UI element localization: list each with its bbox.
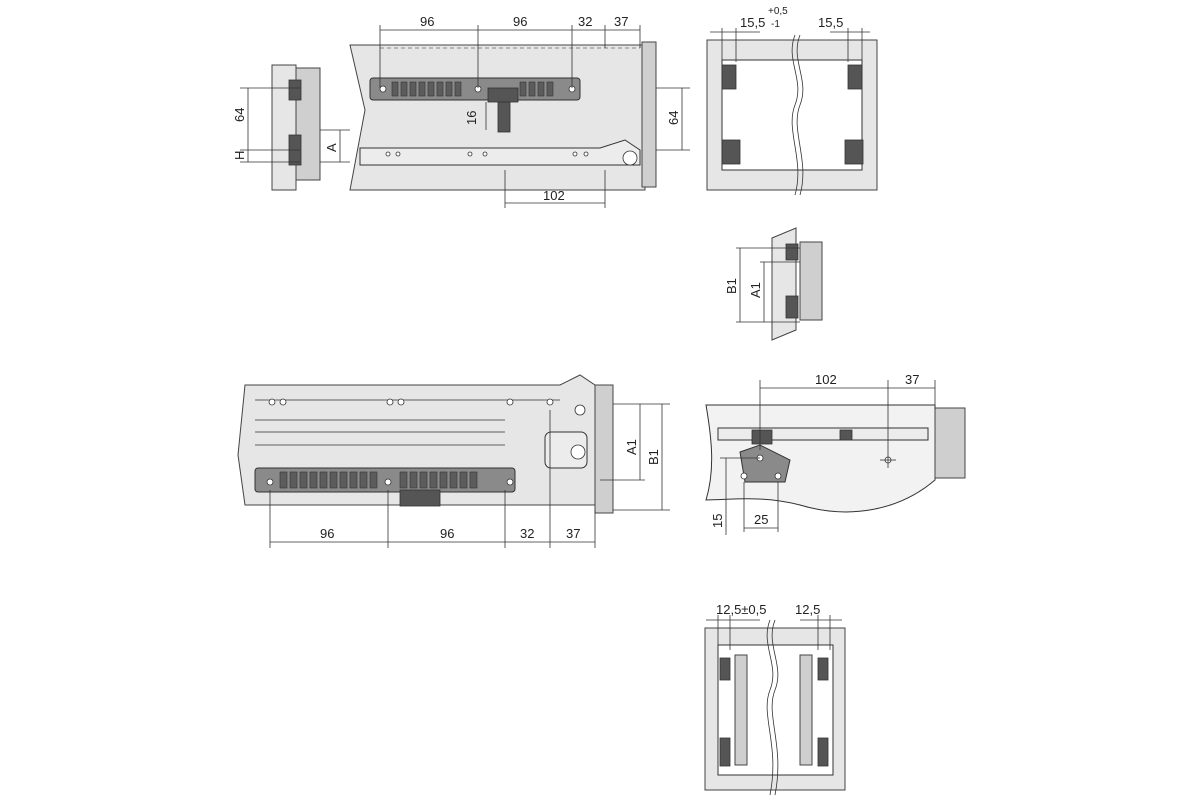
view-side-section-h: 64 H A <box>232 64 350 191</box>
dim-64-right: 64 <box>666 111 681 125</box>
dim-96-bottom-b: 96 <box>440 526 454 541</box>
view-top-drawer-rail: 96 96 32 37 16 64 102 <box>349 14 690 208</box>
label-a: A <box>324 143 339 152</box>
dim-tol-plus: +0,5 <box>768 6 788 17</box>
view-detail-102-37: 102 37 25 15 <box>705 372 966 535</box>
dim-12-5: 12,5 <box>795 602 820 617</box>
view-cross-section-12-5: 12,5±0,5 12,5 <box>704 602 846 796</box>
label-h: H <box>232 151 247 160</box>
dim-37-bottom: 37 <box>566 526 580 541</box>
label-b1-bottom: B1 <box>646 449 661 465</box>
dim-96-bottom-a: 96 <box>320 526 334 541</box>
view-bottom-drawer: 96 96 32 37 A1 B1 <box>237 374 670 548</box>
label-a1-bottom: A1 <box>624 439 639 455</box>
dim-32-top: 32 <box>578 14 592 29</box>
view-detail-a1-b1: B1 A1 <box>724 227 823 341</box>
dim-25: 25 <box>754 512 768 527</box>
dim-37-top: 37 <box>614 14 628 29</box>
dim-15-5-left: 15,5 <box>740 15 765 30</box>
label-b1-detail: B1 <box>724 278 739 294</box>
dim-32-bottom: 32 <box>520 526 534 541</box>
dim-102-detail: 102 <box>815 372 837 387</box>
dim-16: 16 <box>464 111 479 125</box>
dim-37-detail: 37 <box>905 372 919 387</box>
dim-15: 15 <box>710 514 725 528</box>
damper-slots-bottom <box>279 471 478 489</box>
dim-64-left: 64 <box>232 108 247 122</box>
damper-slots-top <box>391 81 554 97</box>
dim-12-5-tol: 12,5±0,5 <box>716 602 767 617</box>
dim-15-5-right: 15,5 <box>818 15 843 30</box>
label-a1-detail: A1 <box>748 282 763 298</box>
dim-96-top-a: 96 <box>420 14 434 29</box>
dim-102-top: 102 <box>543 188 565 203</box>
dim-96-top-b: 96 <box>513 14 527 29</box>
view-cross-section-15-5: 15,5 +0,5 -1 15,5 <box>706 6 878 196</box>
dim-tol-minus: -1 <box>771 19 780 30</box>
